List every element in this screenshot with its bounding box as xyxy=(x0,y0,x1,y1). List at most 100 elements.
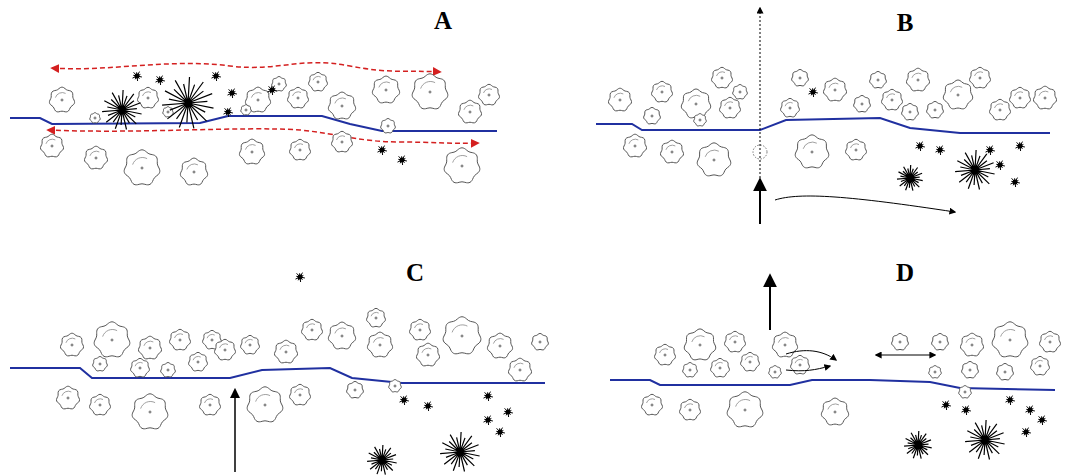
small-activated-cell xyxy=(936,146,945,155)
cell xyxy=(131,358,150,377)
small-activated-cell xyxy=(916,142,925,151)
cell-fold xyxy=(666,145,675,150)
small-cell-spikes xyxy=(1006,396,1015,405)
cell-fold xyxy=(335,328,346,333)
cell-outline xyxy=(170,329,191,350)
cell-outline xyxy=(680,399,701,420)
cell-outline xyxy=(927,101,944,117)
cell xyxy=(241,105,251,115)
cell-nucleus xyxy=(619,99,622,102)
cell-nucleus xyxy=(729,107,732,110)
cell-fold xyxy=(90,151,99,156)
cell-fold xyxy=(1045,336,1054,340)
cell-fold xyxy=(745,356,753,360)
cell-outline xyxy=(332,131,353,152)
cell-fold xyxy=(629,139,638,144)
cell-nucleus xyxy=(1044,97,1047,100)
cell xyxy=(372,76,399,103)
cell-fold xyxy=(55,93,65,98)
cell-fold xyxy=(725,102,734,106)
cell-nucleus xyxy=(811,151,814,154)
cell-outline xyxy=(697,143,731,176)
cell-outline xyxy=(90,394,111,415)
cell-outline xyxy=(711,358,730,377)
cell-nucleus xyxy=(899,341,902,344)
small-activated-cell xyxy=(296,273,305,282)
cell xyxy=(170,329,191,350)
cell-outline xyxy=(772,332,797,357)
cell-outline xyxy=(132,394,168,429)
cell-outline xyxy=(1031,356,1050,375)
cell-outline xyxy=(870,71,887,87)
cell-outline xyxy=(795,135,829,168)
cell xyxy=(1010,87,1031,108)
small-cell-spikes xyxy=(484,392,493,401)
cell-nucleus xyxy=(94,117,97,120)
cell xyxy=(458,100,481,123)
cell-nucleus xyxy=(969,369,972,372)
cell-nucleus xyxy=(149,347,152,350)
small-activated-cell xyxy=(424,402,433,411)
cell xyxy=(247,387,283,422)
cell-fold xyxy=(795,359,803,363)
cell-fold xyxy=(103,329,117,336)
cell-outline xyxy=(733,85,748,99)
cell-nucleus xyxy=(651,404,654,407)
cell-outline xyxy=(131,358,150,377)
small-activated-cell xyxy=(212,72,221,81)
cell-fold xyxy=(647,399,656,403)
cell-fold xyxy=(379,82,390,87)
cell-fold xyxy=(785,102,793,106)
cell-fold xyxy=(307,324,316,328)
activated-cell xyxy=(955,150,995,190)
cell-nucleus xyxy=(354,389,357,392)
cell xyxy=(772,332,797,357)
cell-outline xyxy=(892,333,909,349)
cell-outline xyxy=(992,322,1028,357)
cell-nucleus xyxy=(784,344,787,347)
cell-nucleus xyxy=(934,109,937,112)
cell-outline xyxy=(49,87,74,112)
small-activated-cell xyxy=(228,89,237,98)
cell-outline xyxy=(328,92,355,119)
small-cell-spikes xyxy=(1016,142,1025,151)
cell-fold xyxy=(717,72,726,76)
small-cell-spikes xyxy=(156,76,165,85)
cell-fold xyxy=(144,341,153,346)
cell-outline xyxy=(372,76,399,103)
cell-fold xyxy=(337,136,346,140)
small-activated-cell xyxy=(504,408,513,417)
cell-nucleus xyxy=(264,404,267,407)
cell-fold xyxy=(205,399,214,403)
cell xyxy=(727,392,763,427)
panel-illustration xyxy=(10,63,499,185)
small-cell-spikes xyxy=(484,416,493,425)
small-activated-cell xyxy=(378,146,387,155)
small-cell-spikes xyxy=(996,161,1005,170)
membrane-line xyxy=(596,118,1050,133)
cell-fold xyxy=(95,399,104,403)
migration-path xyxy=(52,63,440,72)
cell-nucleus xyxy=(251,151,254,154)
cell-fold xyxy=(975,72,984,76)
cell-nucleus xyxy=(917,79,920,82)
small-cell-spikes xyxy=(936,146,945,155)
panel-illustration xyxy=(610,276,1060,460)
cell-nucleus xyxy=(379,344,382,347)
small-activated-cell xyxy=(268,86,277,95)
small-cell-spikes xyxy=(1038,416,1047,425)
cell-outline xyxy=(94,322,130,357)
cell-outline xyxy=(769,366,782,378)
cell-nucleus xyxy=(139,367,142,370)
small-cell-spikes xyxy=(1026,406,1035,415)
cell-outline xyxy=(508,358,531,381)
cell-nucleus xyxy=(689,409,692,412)
cell-nucleus xyxy=(249,344,252,347)
movement-arrow xyxy=(876,355,935,356)
small-cell-spikes xyxy=(296,273,305,282)
small-cell-spikes xyxy=(224,108,233,117)
small-cell-spikes xyxy=(496,428,505,437)
small-activated-cell xyxy=(1038,416,1047,425)
cell-nucleus xyxy=(299,149,302,152)
cell xyxy=(416,343,439,366)
